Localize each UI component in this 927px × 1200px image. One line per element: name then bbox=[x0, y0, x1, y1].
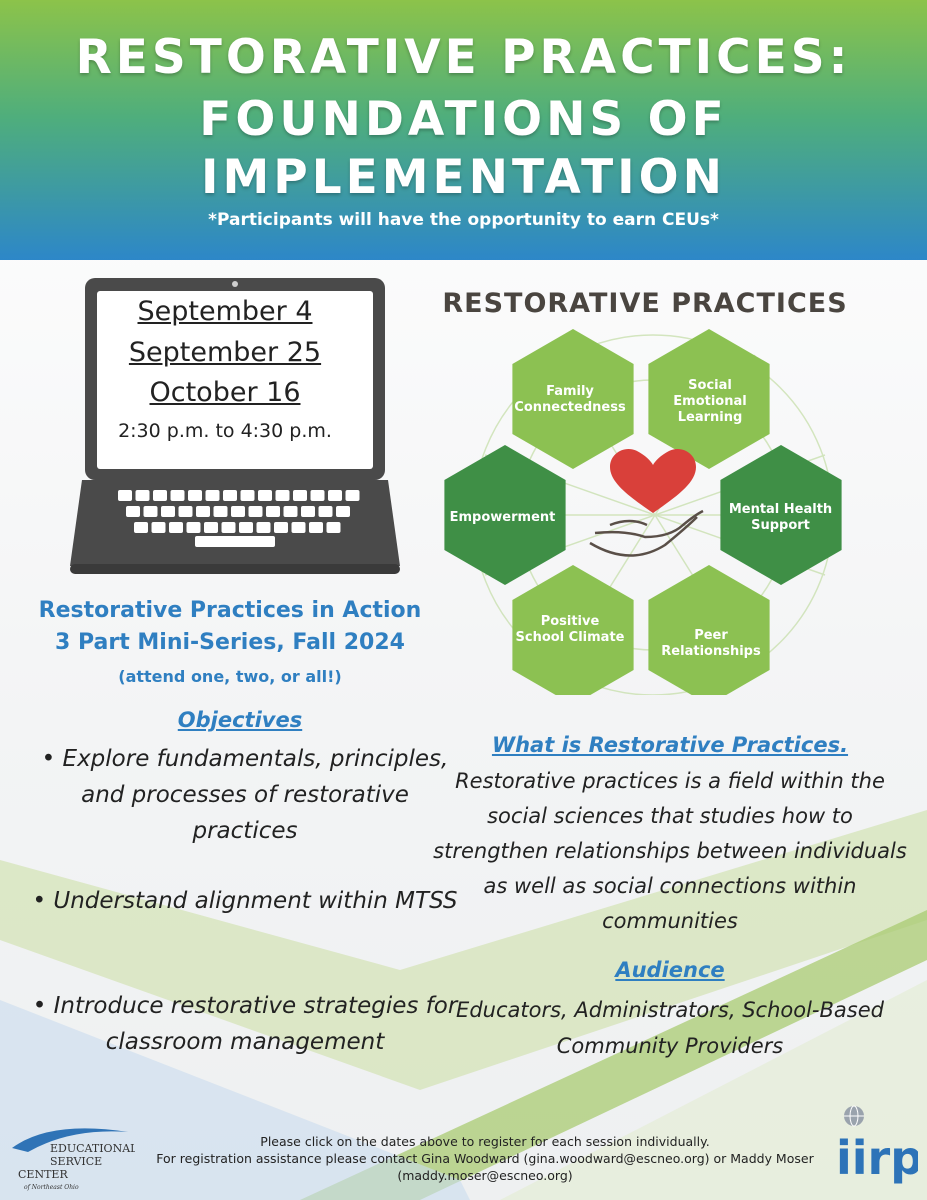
title-line-2: FOUNDATIONS OF bbox=[199, 92, 728, 147]
series-title: Restorative Practices in Action 3 Part M… bbox=[20, 595, 440, 659]
hexagon-shape bbox=[512, 565, 634, 695]
title-line-3: IMPLEMENTATION bbox=[201, 150, 726, 205]
hex-label-sel: Social Emotional Learning bbox=[673, 378, 747, 425]
audience-body: Educators, Administrators, School-Based … bbox=[456, 998, 884, 1058]
footer-line-2: For registration assistance please conta… bbox=[156, 1151, 814, 1183]
objective-item: • Explore fundamentals, principles, and … bbox=[41, 746, 449, 844]
what-is-heading: What is Restorative Practices. bbox=[491, 733, 849, 757]
graphic-title: RESTORATIVE PRACTICES bbox=[442, 288, 848, 319]
series-title-line-1: Restorative Practices in Action bbox=[38, 598, 422, 623]
hexagon-shape bbox=[648, 329, 770, 469]
svg-text:of Northeast Ohio: of Northeast Ohio bbox=[24, 1184, 79, 1191]
date-link-sept-25[interactable]: September 25 bbox=[128, 337, 322, 368]
objective-item: • Understand alignment within MTSS bbox=[32, 888, 458, 914]
iirp-logo: iirp bbox=[836, 1105, 918, 1185]
audience-heading: Audience bbox=[615, 958, 725, 982]
hex-label-mental-health: Mental Health Support bbox=[728, 502, 833, 533]
series-title-line-2: 3 Part Mini-Series, Fall 2024 bbox=[55, 630, 405, 655]
title-line-1: RESTORATIVE PRACTICES: bbox=[75, 30, 852, 85]
laptop-icon bbox=[70, 278, 400, 574]
svg-text:iirp: iirp bbox=[836, 1131, 918, 1185]
objective-item: • Introduce restorative strategies for c… bbox=[32, 993, 458, 1055]
hex-label-climate: Positive School Climate bbox=[515, 614, 625, 645]
what-is-body: Restorative practices is a field within … bbox=[433, 769, 907, 933]
footer-line-1: Please click on the dates above to regis… bbox=[260, 1134, 710, 1149]
hex-label-family: Family Connectedness bbox=[514, 384, 626, 415]
session-time: 2:30 p.m. to 4:30 p.m. bbox=[118, 420, 332, 442]
restorative-practices-graphic bbox=[444, 329, 842, 695]
hexagon-shape bbox=[720, 445, 842, 585]
esc-logo: EDUCATIONAL SERVICE CENTER of Northeast … bbox=[12, 1128, 135, 1191]
svg-text:CENTER: CENTER bbox=[18, 1168, 68, 1181]
hexagon-shape bbox=[512, 329, 634, 469]
footer-text: Please click on the dates above to regis… bbox=[150, 1133, 820, 1184]
hex-label-empowerment: Empowerment bbox=[449, 510, 556, 525]
objectives-heading: Objectives bbox=[177, 708, 303, 732]
series-note: (attend one, two, or all!) bbox=[118, 667, 342, 686]
date-link-sept-4[interactable]: September 4 bbox=[137, 296, 313, 327]
date-link-oct-16[interactable]: October 16 bbox=[149, 377, 301, 408]
background-swoosh bbox=[0, 810, 927, 1200]
header-banner: RESTORATIVE PRACTICES: FOUNDATIONS OF IM… bbox=[0, 0, 927, 260]
ceu-subtitle: *Participants will have the opportunity … bbox=[208, 210, 719, 230]
svg-text:SERVICE: SERVICE bbox=[50, 1155, 102, 1168]
hex-label-peer: Peer Relationships bbox=[661, 628, 761, 659]
hexagon-shape bbox=[648, 565, 770, 695]
svg-text:EDUCATIONAL: EDUCATIONAL bbox=[50, 1142, 135, 1155]
heart-hand-icon bbox=[589, 448, 704, 557]
hexagon-shape bbox=[444, 445, 566, 585]
